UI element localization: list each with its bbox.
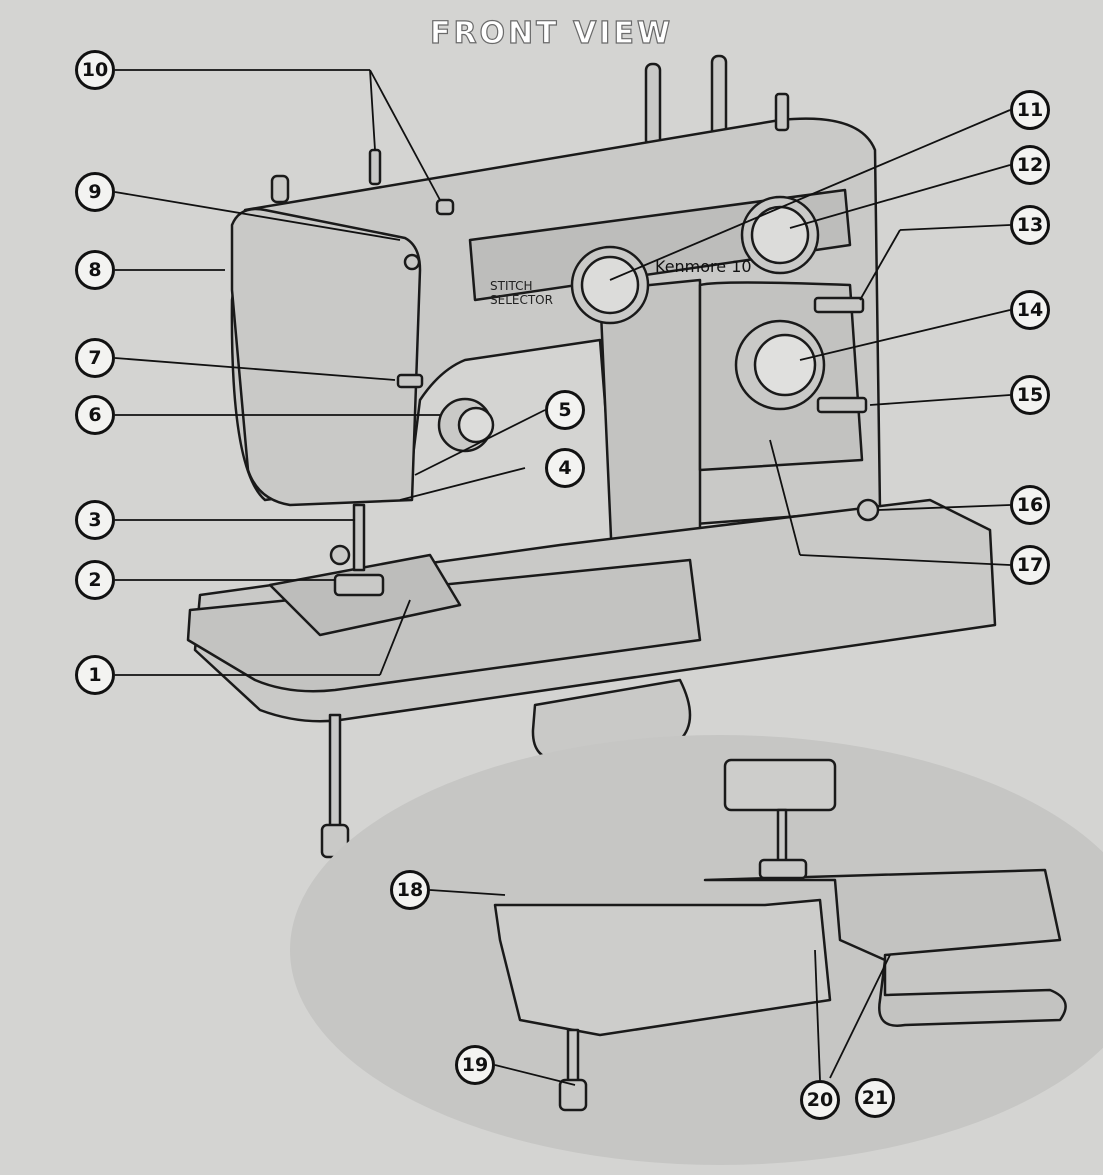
callout-5: 5 [545,390,585,430]
callout-2: 2 [75,560,115,600]
take-up-lever [396,373,424,389]
inset-head [723,758,837,812]
top-guide-10a [368,148,382,186]
lever-15 [816,396,868,414]
spool-pin-left [644,62,662,148]
callout-21: 21 [855,1078,895,1118]
presser-foot [333,573,385,597]
brand-label: Kenmore 10 [655,257,752,276]
extension-leg-19 [566,1028,580,1087]
machine-head [230,207,422,507]
panel-label-stitch: STITCH [490,279,533,293]
callout-16: 16 [1010,485,1050,525]
front-leg-post [328,713,342,832]
top-guide-10b [435,198,455,216]
callout-14: 14 [1010,290,1050,330]
top-spindle [270,174,290,204]
callout-20: 20 [800,1080,840,1120]
inset-needle [776,808,788,867]
needle-bar [352,503,366,572]
callout-18: 18 [390,870,430,910]
callout-10: 10 [75,50,115,90]
free-arm [186,558,702,693]
callout-19: 19 [455,1045,495,1085]
spool-pin-right [710,54,728,138]
extension-foot-19 [558,1078,588,1112]
callout-12: 12 [1010,145,1050,185]
callout-7: 7 [75,338,115,378]
callout-17: 17 [1010,545,1050,585]
callout-4: 4 [545,448,585,488]
callout-6: 6 [75,395,115,435]
diagram-title: FRONT VIEW [429,15,674,51]
callout-1: 1 [75,655,115,695]
leader-lines [114,69,1011,1086]
thread-guide-top [403,253,421,271]
top-guide-rear [774,92,790,132]
panel-label-selector: SELECTOR [490,293,553,307]
callout-9: 9 [75,172,115,212]
lever-13 [813,296,865,314]
presser-screw [329,544,351,566]
extension-table-18 [493,898,832,1037]
callout-11: 11 [1010,90,1050,130]
callout-8: 8 [75,250,115,290]
extension-arm-inset [703,868,1067,1027]
inset-foot [758,858,808,880]
bobbin-winder [856,498,880,522]
callout-15: 15 [1010,375,1050,415]
callout-3: 3 [75,500,115,540]
callout-13: 13 [1010,205,1050,245]
